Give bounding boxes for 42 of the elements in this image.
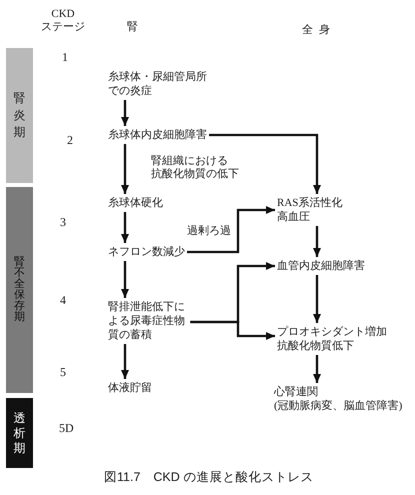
step-text: 抗酸化物質低下	[277, 339, 355, 353]
arrow	[209, 134, 321, 194]
step-text: 糸球体硬化	[106, 194, 165, 212]
arrow	[313, 226, 321, 257]
stage-number: 5D	[59, 421, 74, 435]
stage-band	[6, 187, 33, 393]
band-label: 透析期	[14, 410, 26, 456]
stage-number: 5	[60, 365, 66, 379]
band-label: 腎不全保存期	[14, 257, 25, 323]
arrow	[313, 275, 321, 323]
arrow	[121, 261, 129, 298]
arrow	[187, 206, 275, 254]
column-header: CKD ステージ	[40, 8, 86, 34]
step-text: RAS系活性化	[277, 196, 342, 210]
figure-caption: 図11.7 CKD の進展と酸化ストレス	[104, 470, 314, 485]
stage-number: 3	[60, 215, 66, 229]
edge-label: 腎組織における抗酸化物質の低下	[150, 155, 240, 180]
step-text: 体液貯留	[106, 379, 154, 397]
band-label: 腎炎期	[14, 90, 26, 141]
arrow	[121, 100, 129, 126]
arrow	[121, 212, 129, 243]
column-header: 腎	[127, 20, 138, 34]
stage-number: 4	[60, 293, 66, 307]
step-text: 高血圧	[277, 210, 311, 224]
step-text: 糸球体・尿細管局所での炎症	[106, 68, 212, 100]
edge-label: 過剰ろ過	[186, 225, 232, 238]
stage-band	[6, 48, 33, 183]
stage-number: 1	[62, 50, 68, 64]
step-text: (冠動脈病変、脳血管障害)	[274, 399, 402, 413]
step-text: 心腎連関	[274, 385, 319, 399]
column-header: 全身	[302, 23, 336, 37]
arrow	[121, 344, 129, 379]
stage-number: 2	[67, 133, 73, 147]
step-text: 糸球体内皮細胞障害	[106, 126, 209, 144]
arrow	[190, 320, 275, 340]
step-text: プロオキシダント増加	[277, 325, 387, 339]
stage-band	[6, 398, 33, 468]
arrow	[121, 144, 129, 194]
step-text: 血管内皮細胞障害	[275, 257, 367, 275]
arrow	[313, 355, 321, 383]
step-text: 腎排泄能低下による尿毒症性物質の蓄積	[106, 298, 190, 344]
step-text: ネフロン数減少	[106, 243, 187, 261]
